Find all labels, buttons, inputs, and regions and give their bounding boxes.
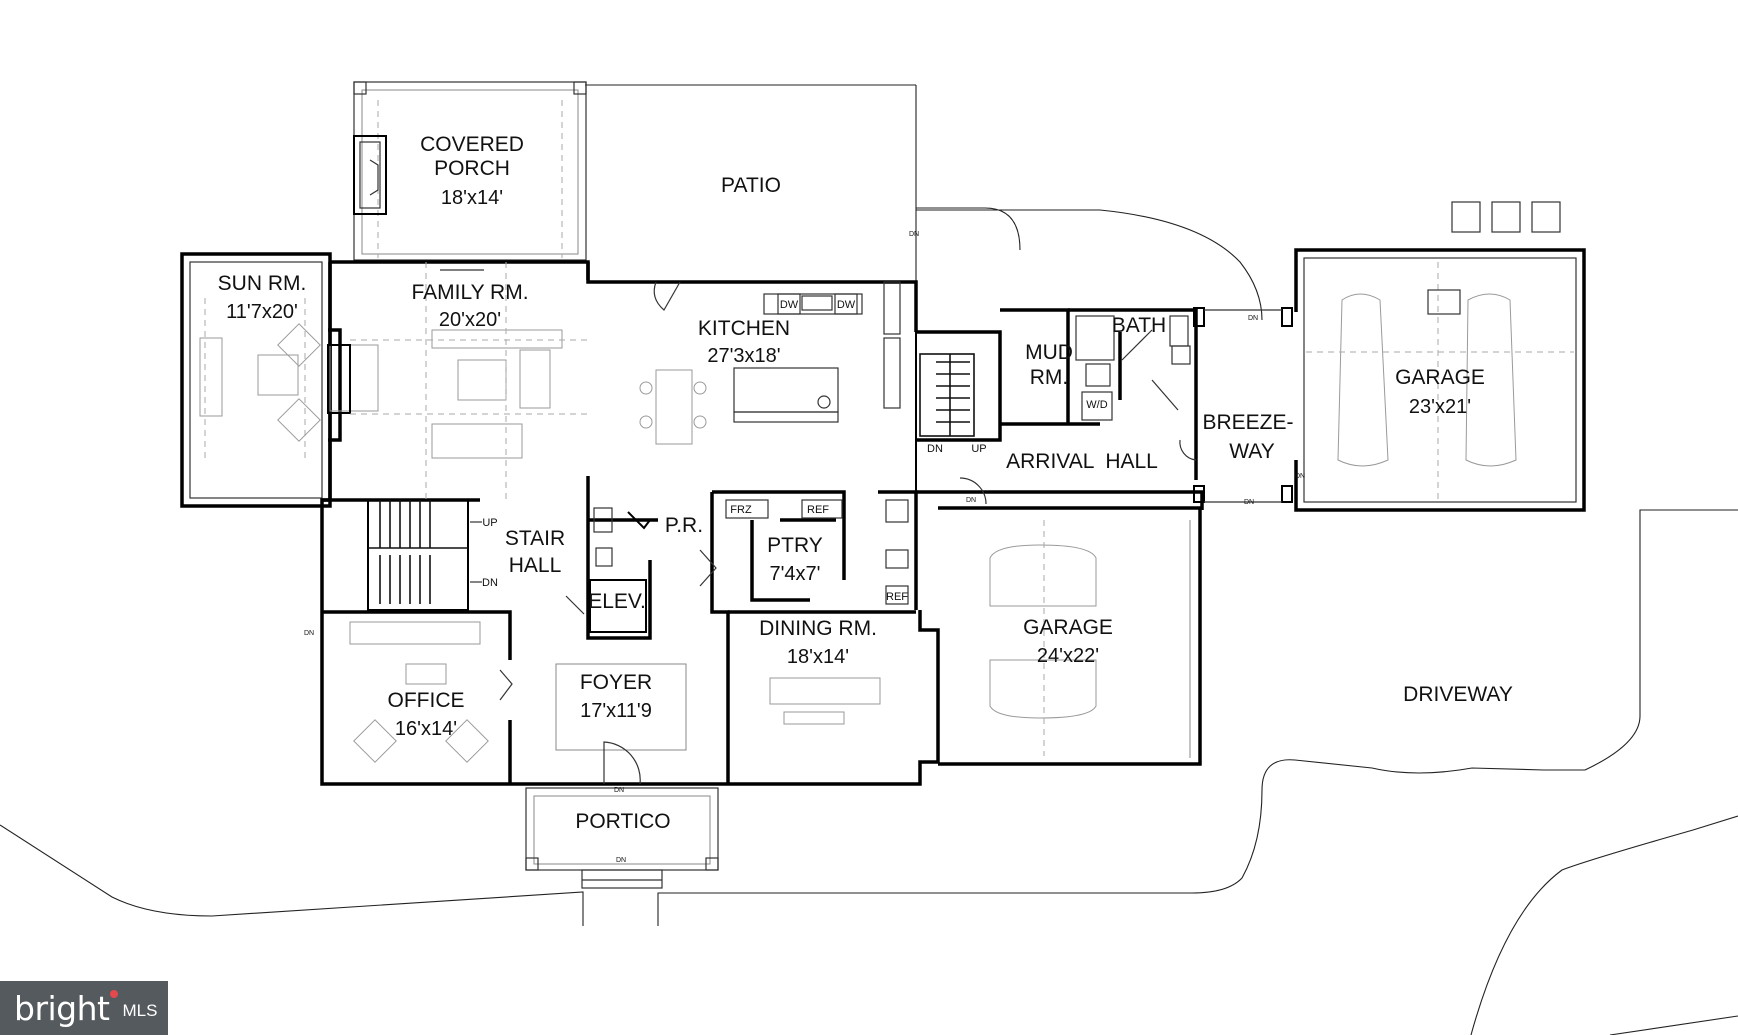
powder-room-label: P.R. (665, 514, 703, 537)
garage-right-label: GARAGE (1395, 366, 1485, 389)
center-garage-structure (938, 506, 1202, 766)
pantry-dining (699, 499, 909, 725)
dn-tag-3: DN (1244, 499, 1254, 506)
office-dim: 16'x14' (395, 718, 457, 740)
kitchen-dim: 27'3x18' (707, 345, 780, 367)
dining-room-dim: 18'x14' (787, 646, 849, 668)
dn-tag-6: DN (616, 857, 626, 864)
fixture-labels: DW DW FRZ REF REF W/D UP DN DN UP DN DN … (304, 231, 1305, 864)
family-room-label: FAMILY RM. (411, 281, 528, 304)
covered-porch-label-1: COVERED (420, 133, 524, 156)
garage-center-dim: 24'x22' (1037, 645, 1099, 667)
family-room-dim: 20'x20' (439, 309, 501, 331)
breezeway-label-1: BREEZE- (1202, 411, 1293, 434)
rear-stair-up-label: UP (971, 443, 986, 455)
dishwasher-left-label: DW (780, 299, 799, 311)
mud-room-label-2: RM. (1030, 366, 1069, 389)
main-stair (367, 499, 482, 611)
rear-stair-mud-bath (916, 308, 1198, 442)
kitchen-structure (639, 281, 901, 445)
dn-tag-7: DN (1295, 473, 1305, 480)
covered-porch-structure (353, 81, 587, 261)
driveway-label: DRIVEWAY (1403, 683, 1513, 706)
stair-hall-label-2: HALL (509, 554, 562, 577)
dn-tag-2: DN (1248, 315, 1258, 322)
bright-mls-logo: bright MLS (0, 981, 168, 1035)
covered-porch-label-2: PORCH (434, 157, 510, 180)
sun-room-label: SUN RM. (218, 272, 307, 295)
patio-label: PATIO (721, 174, 781, 197)
hall-fridge-label: REF (886, 591, 908, 603)
dn-tag-8: DN (614, 787, 624, 794)
foyer-label: FOYER (580, 671, 652, 694)
pantry-dim: 7'4x7' (769, 563, 820, 585)
portico-label: PORTICO (575, 810, 670, 833)
main-stair-up-label: UP (482, 517, 497, 529)
sun-room-dim: 11'7x20' (226, 301, 298, 323)
arrival-hall-label: ARRIVAL HALL (1006, 450, 1158, 473)
rear-stair-down-label: DN (927, 443, 943, 455)
foyer-dim: 17'x11'9 (580, 700, 652, 722)
powder-elevator (565, 507, 651, 633)
office-label: OFFICE (388, 689, 465, 712)
site-lines (0, 84, 1738, 1035)
arrival-hall-breezeway (916, 307, 1293, 510)
dining-room-label: DINING RM. (759, 617, 877, 640)
covered-porch-dim: 18'x14' (441, 187, 503, 209)
garage-right-dim: 23'x21' (1409, 396, 1471, 418)
office-furniture (349, 621, 513, 763)
main-stair-down-label: DN (482, 577, 498, 589)
elevator-label: ELEV. (588, 590, 646, 613)
mud-room-label-1: MUD (1025, 341, 1073, 364)
logo-dot-icon (110, 990, 119, 998)
dn-tag-4: DN (966, 497, 976, 504)
pantry-fridge-label: REF (807, 504, 829, 516)
dn-tag-5: DN (304, 630, 314, 637)
logo-wordmark: bright (14, 988, 110, 1028)
logo-mls-text: MLS (122, 1001, 158, 1020)
dn-tag-1: DN (909, 231, 919, 238)
garage-center-label: GARAGE (1023, 616, 1113, 639)
dishwasher-right-label: DW (837, 299, 856, 311)
stair-hall-label-1: STAIR (505, 527, 565, 550)
bath-label: BATH (1112, 314, 1166, 337)
family-room-furniture (327, 262, 588, 500)
right-garage-structure (1294, 201, 1586, 512)
freezer-label: FRZ (730, 504, 752, 516)
portico-structure (525, 787, 719, 889)
washer-dryer-label: W/D (1086, 399, 1107, 411)
room-labels: COVERED PORCH 18'x14' PATIO SUN RM. 11'7… (218, 133, 1513, 833)
kitchen-label: KITCHEN (698, 317, 790, 340)
pantry-label: PTRY (767, 534, 823, 557)
foyer-structure (555, 663, 687, 785)
breezeway-label-2: WAY (1229, 440, 1275, 463)
